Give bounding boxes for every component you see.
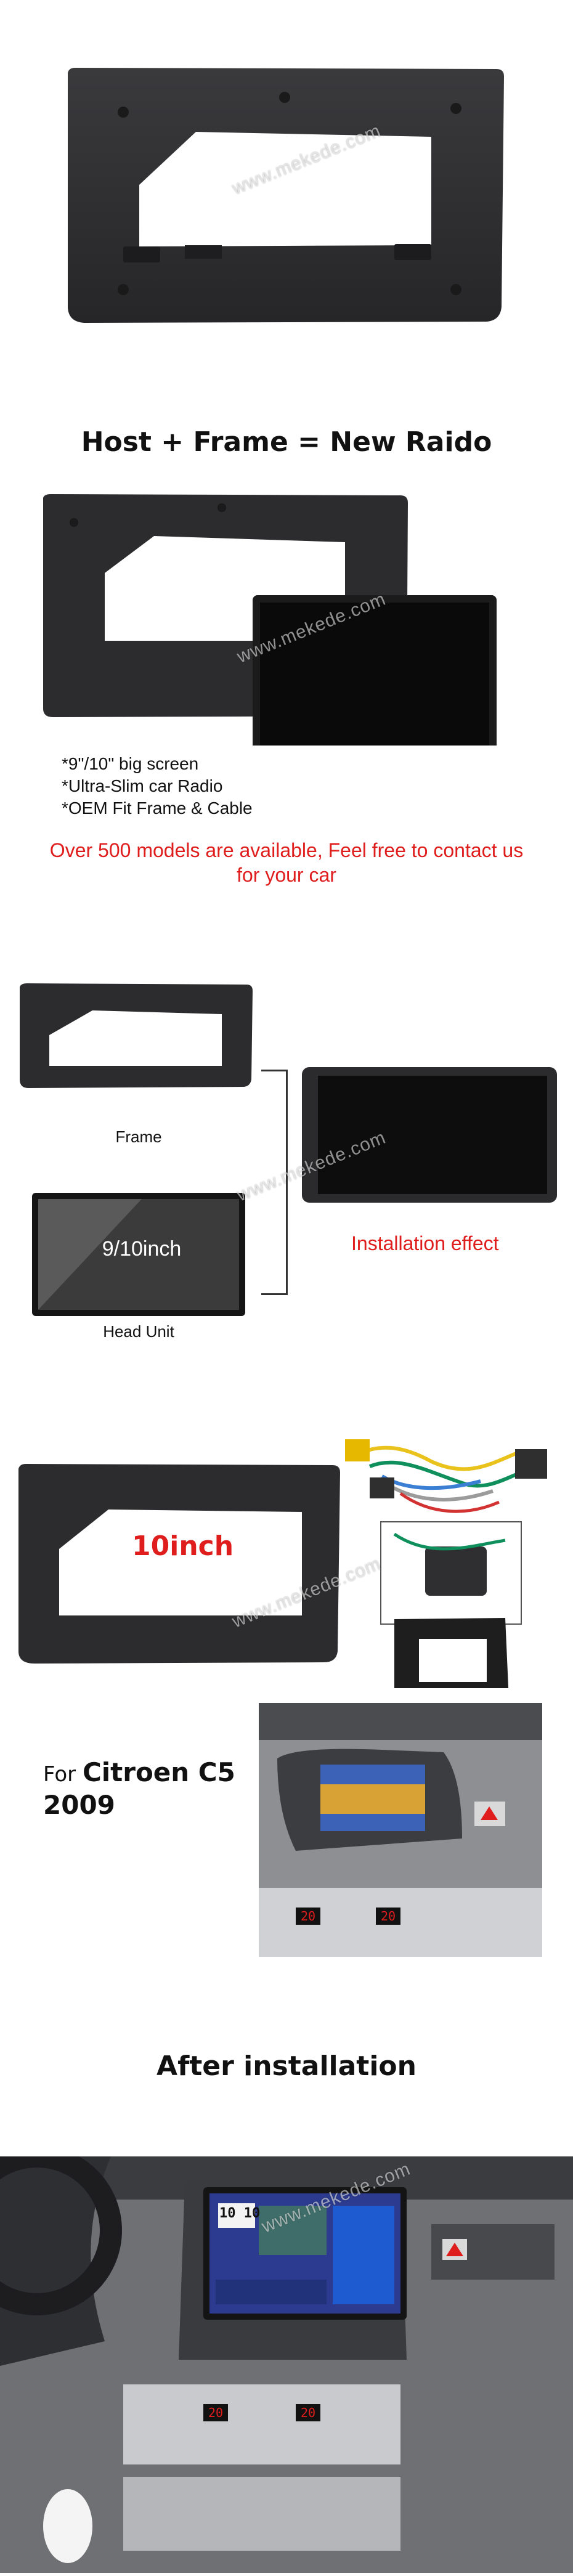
screen-size-label: 10inch (132, 1530, 234, 1562)
screen-size-text: 9/10inch (102, 1237, 182, 1261)
car-application: For Citroen C5 2009 20 20 (0, 1700, 573, 1959)
frame-and-screen-image (43, 494, 497, 755)
screen-clock: 10 10 (219, 2206, 260, 2221)
feature-list: *9"/10" big screen *Ultra-Slim car Radio… (62, 753, 253, 819)
kit-contents: 10inch www.mekede.com (0, 1417, 573, 1702)
section-title-host-frame: Host + Frame = New Raido (81, 426, 492, 458)
for-prefix: For (43, 1762, 83, 1787)
vehicle-caption: For Citroen C5 2009 (43, 1757, 235, 1820)
original-dashboard-photo (259, 1703, 542, 1957)
clock-minutes: 10 (243, 2206, 261, 2221)
section-title-after-installation: After installation (156, 2050, 417, 2082)
feature-item: *OEM Fit Frame & Cable (62, 798, 253, 818)
components-image (20, 983, 557, 1316)
feature-item: *Ultra-Slim car Radio (62, 776, 223, 795)
head-unit-label: Head Unit (103, 1322, 174, 1341)
frame-image (68, 68, 504, 323)
models-notice: Over 500 models are available, Feel free… (49, 839, 524, 886)
after-installation-photo: 10 10 20 20 www.mekede.com (0, 2145, 573, 2573)
climate-display-right: 20 (380, 1909, 396, 1924)
climate-display-right: 20 (300, 2405, 316, 2420)
components-diagram: Frame 9/10inch Head Unit Installation ef… (0, 973, 573, 1368)
installed-dashboard-photo (0, 2145, 573, 2573)
frame-hero: www.mekede.com (0, 0, 573, 382)
feature-item: *9"/10" big screen (62, 754, 199, 773)
vehicle-model: Citroen C5 (82, 1757, 235, 1787)
bracket-connector (261, 1070, 288, 1295)
kit-image (18, 1439, 547, 1702)
frame-label: Frame (115, 1128, 162, 1146)
climate-display-left: 20 (300, 1909, 316, 1924)
climate-display-left: 20 (208, 2405, 224, 2420)
host-frame-image: www.mekede.com (0, 487, 573, 755)
clock-hours: 10 (219, 2206, 236, 2221)
vehicle-year: 2009 (43, 1790, 115, 1820)
installation-effect-label: Installation effect (351, 1232, 499, 1254)
